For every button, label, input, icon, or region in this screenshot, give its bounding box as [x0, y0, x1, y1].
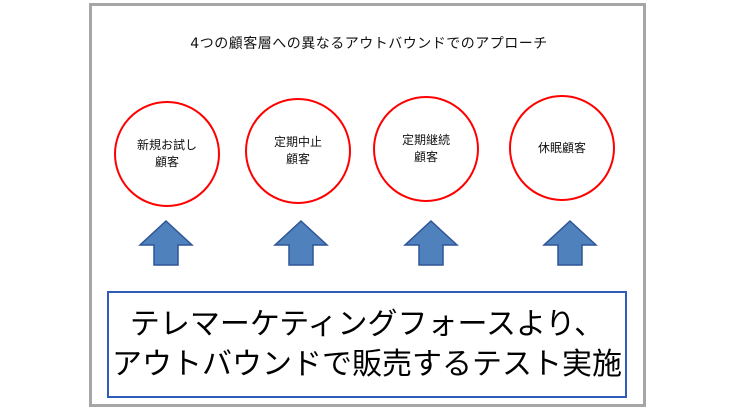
- summary-line-2: アウトバウンドで販売するテスト実施: [112, 346, 622, 382]
- segment-circle-subscription-stopped: 定期中止 顧客: [245, 98, 351, 204]
- segment-circle-dormant: 休眠顧客: [509, 95, 615, 201]
- up-arrow-icon: [273, 219, 329, 266]
- segment-label-new-trial: 新規お試し 顧客: [136, 138, 197, 169]
- segment-label-subscription-continuing: 定期継続 顧客: [401, 133, 450, 164]
- segment-circle-subscription-continuing: 定期継続 顧客: [373, 96, 479, 202]
- up-arrow-icon: [138, 219, 194, 266]
- segment-label-dormant: 休眠顧客: [537, 140, 586, 155]
- up-arrow-icon: [403, 219, 459, 266]
- summary-line-1: テレマーケティングフォースより、: [129, 306, 605, 342]
- up-arrow-icon: [542, 219, 598, 266]
- segment-circle-new-trial: 新規お試し 顧客: [114, 101, 220, 207]
- diagram-title: 4つの顧客層への異なるアウトバウンドでのアプローチ: [190, 36, 548, 52]
- summary-box: テレマーケティングフォースより、 アウトバウンドで販売するテスト実施: [107, 291, 627, 398]
- segment-label-subscription-stopped: 定期中止 顧客: [273, 135, 322, 166]
